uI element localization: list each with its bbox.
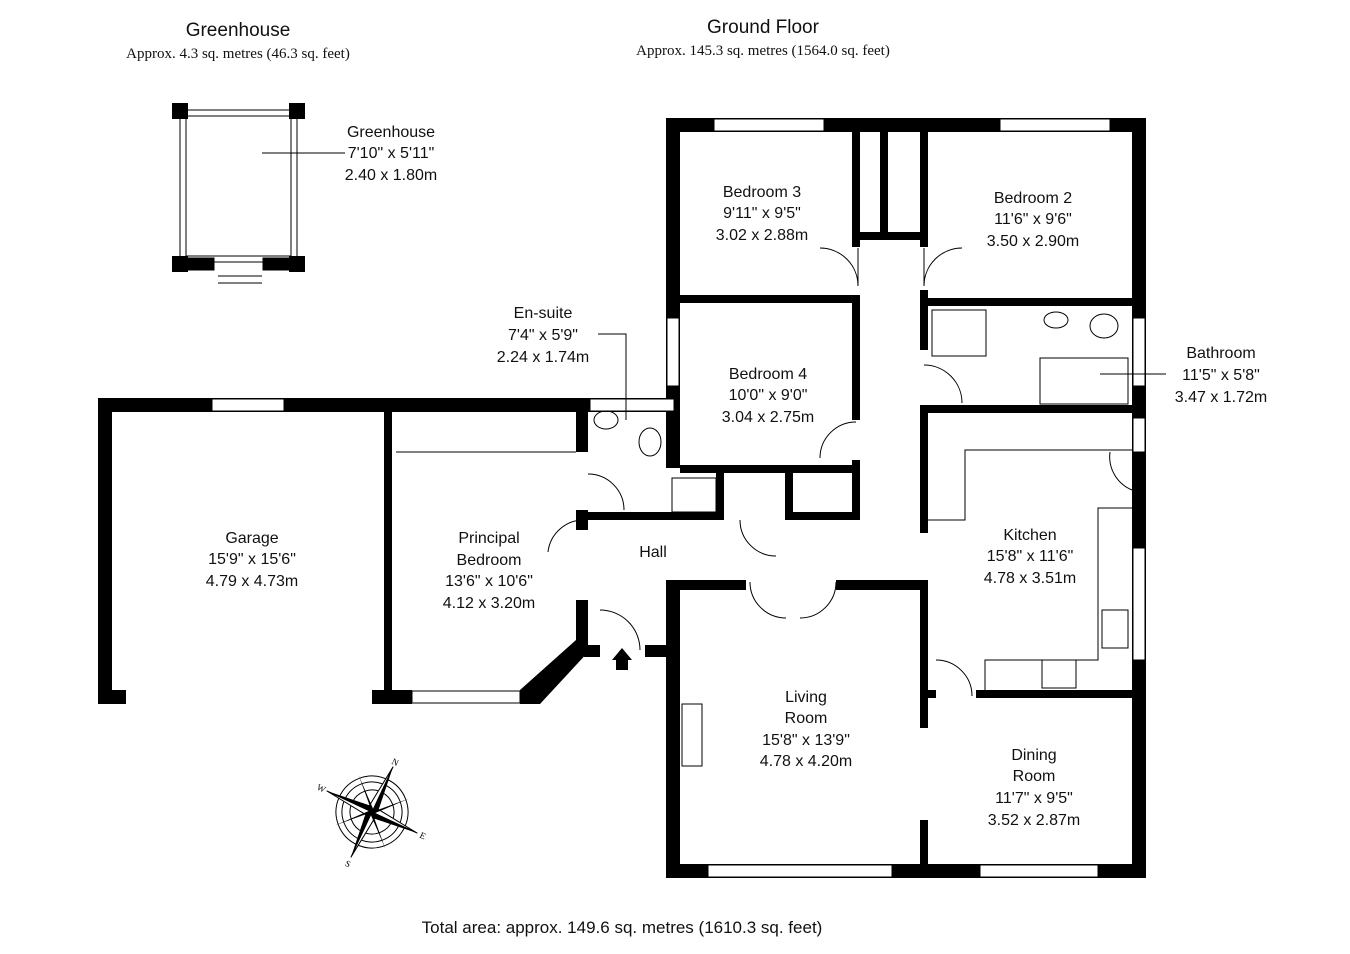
compass-n: N: [390, 756, 401, 768]
svg-text:Garage: Garage: [225, 530, 278, 547]
room-kitchen: Kitchen 15'8" x 11'6" 4.78 x 3.51m: [984, 527, 1077, 587]
svg-text:En-suite: En-suite: [514, 305, 573, 322]
svg-text:2.24 x 1.74m: 2.24 x 1.74m: [497, 349, 590, 366]
svg-text:15'9" x 15'6": 15'9" x 15'6": [208, 551, 296, 568]
svg-text:Living: Living: [785, 689, 827, 706]
fixtures: [396, 309, 1132, 767]
svg-text:10'0" x 9'0": 10'0" x 9'0": [729, 387, 808, 404]
svg-text:11'5" x 5'8": 11'5" x 5'8": [1182, 367, 1260, 384]
greenhouse-header-area: Approx. 4.3 sq. metres (46.3 sq. feet): [126, 46, 350, 62]
svg-text:4.78 x 4.20m: 4.78 x 4.20m: [760, 753, 853, 770]
svg-text:Bedroom 4: Bedroom 4: [729, 366, 807, 383]
room-principal-bedroom: Principal Bedroom 13'6" x 10'6" 4.12 x 3…: [443, 530, 536, 612]
greenhouse-imperial: 7'10" x 5'11": [348, 145, 435, 162]
compass-e: E: [418, 830, 428, 842]
ground-floor-area: Approx. 145.3 sq. metres (1564.0 sq. fee…: [636, 43, 890, 59]
svg-text:9'11" x 9'5": 9'11" x 9'5": [723, 205, 801, 222]
room-bedroom-4: Bedroom 4 10'0" x 9'0" 3.04 x 2.75m: [722, 366, 815, 426]
total-area: Total area: approx. 149.6 sq. metres (16…: [422, 918, 823, 937]
svg-text:Kitchen: Kitchen: [1003, 527, 1056, 544]
greenhouse-header-title: Greenhouse: [186, 20, 291, 41]
svg-text:15'8" x 11'6": 15'8" x 11'6": [987, 548, 1074, 565]
greenhouse-metric: 2.40 x 1.80m: [345, 167, 438, 184]
room-dining-room: Dining Room 11'7" x 9'5" 3.52 x 2.87m: [988, 747, 1081, 829]
svg-text:Bathroom: Bathroom: [1186, 345, 1255, 362]
svg-text:3.50 x 2.90m: 3.50 x 2.90m: [987, 233, 1080, 250]
svg-text:Dining: Dining: [1011, 747, 1056, 764]
svg-text:Bedroom: Bedroom: [457, 552, 522, 569]
svg-text:4.79 x 4.73m: 4.79 x 4.73m: [206, 573, 299, 590]
svg-text:11'7" x 9'5": 11'7" x 9'5": [995, 790, 1073, 807]
room-hall: Hall: [639, 544, 667, 561]
windows: [211, 118, 1146, 878]
svg-text:Principal: Principal: [458, 530, 519, 547]
greenhouse-plan: [172, 103, 305, 284]
compass-w: W: [315, 782, 327, 795]
room-bedroom-2: Bedroom 2 11'6" x 9'6" 3.50 x 2.90m: [987, 190, 1080, 250]
room-bathroom: Bathroom 11'5" x 5'8" 3.47 x 1.72m: [1100, 345, 1267, 406]
ground-floor-title: Ground Floor: [707, 17, 820, 38]
svg-text:Room: Room: [785, 710, 828, 727]
svg-text:3.02 x 2.88m: 3.02 x 2.88m: [716, 227, 809, 244]
room-bedroom-3: Bedroom 3 9'11" x 9'5" 3.02 x 2.88m: [716, 184, 809, 244]
svg-text:3.52 x 2.87m: 3.52 x 2.87m: [988, 812, 1081, 829]
compass-rose-icon: N E S W: [315, 756, 428, 869]
room-living-room: Living Room 15'8" x 13'9" 4.78 x 4.20m: [760, 689, 853, 770]
svg-text:3.47 x 1.72m: 3.47 x 1.72m: [1175, 389, 1268, 406]
compass-s: S: [344, 858, 353, 869]
svg-text:7'4" x 5'9": 7'4" x 5'9": [508, 327, 578, 344]
svg-text:4.78 x 3.51m: 4.78 x 3.51m: [984, 570, 1077, 587]
svg-text:4.12 x 3.20m: 4.12 x 3.20m: [443, 595, 536, 612]
svg-text:Bedroom 3: Bedroom 3: [723, 184, 801, 201]
svg-text:13'6" x 10'6": 13'6" x 10'6": [445, 573, 533, 590]
doors: [547, 247, 1133, 697]
svg-text:Room: Room: [1013, 768, 1056, 785]
svg-text:Bedroom 2: Bedroom 2: [994, 190, 1072, 207]
svg-text:11'6" x 9'6": 11'6" x 9'6": [994, 211, 1072, 228]
room-garage: Garage 15'9" x 15'6" 4.79 x 4.73m: [206, 530, 299, 590]
room-ensuite: En-suite 7'4" x 5'9" 2.24 x 1.74m: [497, 305, 627, 420]
greenhouse-label: Greenhouse: [347, 124, 435, 141]
svg-text:15'8" x 13'9": 15'8" x 13'9": [762, 732, 850, 749]
svg-text:3.04 x 2.75m: 3.04 x 2.75m: [722, 409, 815, 426]
